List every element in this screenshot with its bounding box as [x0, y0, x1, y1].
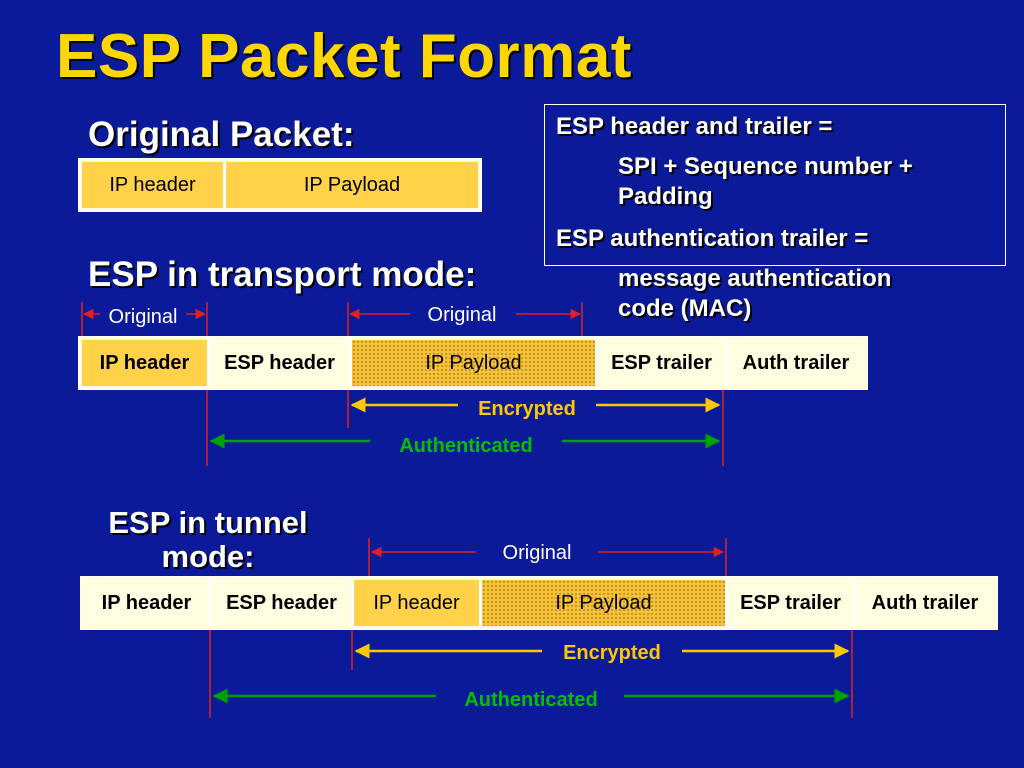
transport-encrypted-label: Encrypted	[478, 398, 576, 420]
tunnel-authenticated-label: Authenticated	[464, 689, 598, 711]
tunnel-esp-header: ESP header	[212, 580, 354, 626]
info-esp-auth-trailer: ESP authentication trailer =	[556, 225, 869, 252]
tunnel-outer-ip-header: IP header	[84, 580, 212, 626]
tunnel-mode-heading: ESP in tunnel mode:	[92, 505, 324, 575]
transport-auth-trailer: Auth trailer	[728, 340, 864, 386]
page-title: ESP Packet Format	[56, 22, 632, 91]
tunnel-packet-row: IP header ESP header IP header IP Payloa…	[80, 576, 998, 630]
transport-guide-lines	[81, 302, 724, 466]
info-mac: message authentication	[618, 265, 892, 292]
transport-original-right-label: Original	[427, 304, 497, 326]
transport-esp-trailer: ESP trailer	[598, 340, 728, 386]
info-spi-sequence: SPI + Sequence number +	[618, 153, 913, 180]
transport-esp-header: ESP header	[210, 340, 352, 386]
info-mac-abbrev: code (MAC)	[618, 295, 752, 322]
tunnel-inner-ip-header: IP header	[354, 580, 482, 626]
transport-mode-heading: ESP in transport mode:	[88, 255, 477, 294]
tunnel-encrypted-label: Encrypted	[563, 642, 661, 664]
tunnel-heading-line1: ESP in tunnel	[108, 505, 308, 540]
transport-original-left-label: Original	[108, 306, 178, 328]
info-esp-header-trailer: ESP header and trailer =	[556, 113, 833, 140]
original-packet-heading: Original Packet:	[88, 115, 355, 154]
tunnel-auth-trailer: Auth trailer	[856, 580, 994, 626]
transport-ip-payload: IP Payload	[352, 340, 598, 386]
transport-packet-row: IP header ESP header IP Payload ESP trai…	[78, 336, 868, 390]
tunnel-original-label: Original	[502, 542, 572, 564]
tunnel-ip-payload: IP Payload	[482, 580, 728, 626]
transport-ip-header: IP header	[82, 340, 210, 386]
original-ip-header: IP header	[82, 162, 226, 208]
original-ip-payload: IP Payload	[226, 162, 478, 208]
tunnel-esp-trailer: ESP trailer	[728, 580, 856, 626]
info-padding: Padding	[618, 183, 713, 210]
tunnel-guide-lines	[209, 538, 853, 718]
original-packet-row: IP header IP Payload	[78, 158, 482, 212]
definition-box	[544, 104, 1006, 266]
tunnel-heading-line2: mode:	[161, 539, 255, 575]
transport-authenticated-label: Authenticated	[399, 435, 533, 457]
